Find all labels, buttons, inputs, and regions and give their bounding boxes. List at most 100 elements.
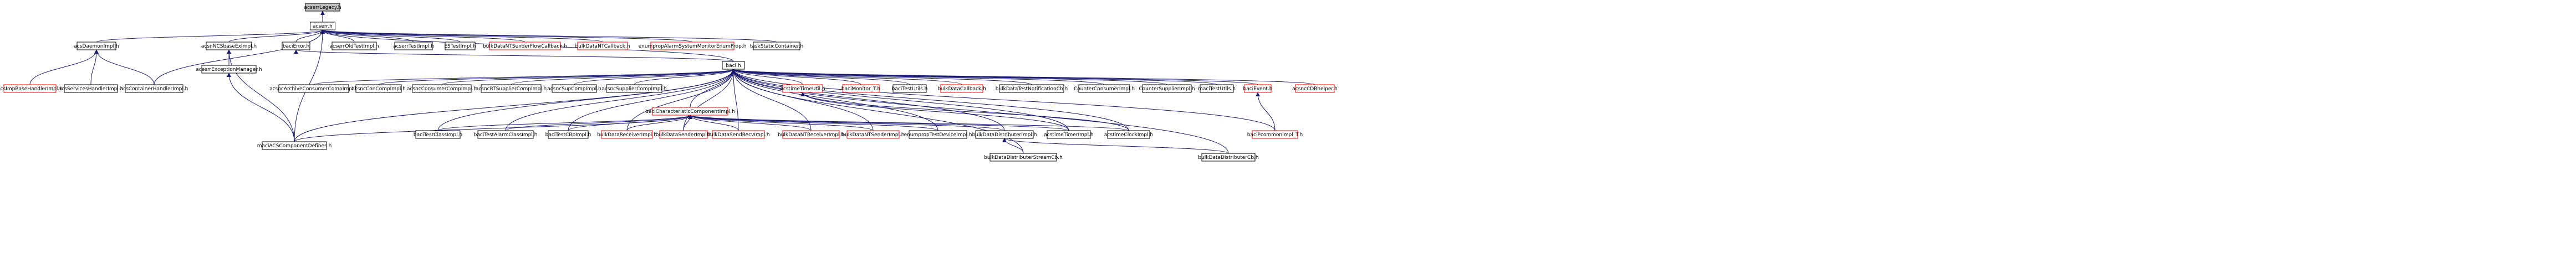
edge-baciTestAlarmClassImpl-to-baciCharacteristicComponentImpl [505,115,692,131]
node-bulkDataSenderImpl[interactable]: bulkDataSenderImpl.h [656,130,712,139]
edge-acsImpBaseHandlerImpl-to-acsDaemonImpl [29,49,99,85]
node-box [892,84,927,93]
node-taskStaticContainer[interactable]: taskStaticContainer.h [750,42,803,50]
node-acsncSupplierCompImpl[interactable]: acsncSupplierCompImpl.h [601,84,667,93]
node-baciTestCBpImpl[interactable]: baciTestCBpImpl.h [545,130,591,139]
node-label: bulkDataNTReceiverImpl.h [778,132,844,138]
node-CounterConsumerImpl[interactable]: CounterConsumerImpl.h [1074,84,1135,93]
node-bulkDataDistributerStreamCb[interactable]: bulkDataDistributerStreamCb.h [984,153,1063,162]
edge-acsncArchiveConsumerCompImpl-to-baci [313,69,736,85]
node-acserrLegacy[interactable]: acserrLegacy.h [304,3,341,12]
node-bulkDataNTReceiverImpl[interactable]: bulkDataNTReceiverImpl.h [778,130,844,139]
node-label: enumpropAlarmSystemMonitorEnumProp.h [639,44,747,49]
node-label: acsncSupCompImpl.h [547,86,601,92]
node-baciTestClassImpl[interactable]: baciTestClassImpl.h [414,130,462,139]
edge-baciPcommonImpl_T-to-baciEvent [1256,92,1276,131]
edge-bulkDataNTReceiverImpl-to-baci [731,69,812,131]
node-label: baciError.h [283,44,309,49]
edge-bulkDataDistributerImpl-to-baci [731,69,1005,131]
node-acsncRTSupplierCompImpl[interactable]: acsncRTSupplierCompImpl.h [476,84,547,93]
node-label: acstimeClockImpl.h [1104,132,1153,138]
node-baciCharacteristicComponentImpl[interactable]: baciCharacteristicComponentImpl.h [645,107,735,116]
edge-enumpropTestDeviceImpl-to-baciCharacteristicComponentImpl [688,115,938,131]
edge-maciACSComponentDefines-to-acsNCSimpleImpl [227,49,295,142]
node-acsContainerHandlerImpl[interactable]: acsContainerHandlerImpl.h [120,84,188,93]
edge-acsContainerHandlerImpl-to-acserr [154,29,325,85]
node-baciError[interactable]: baciError.h [282,42,310,50]
node-box [1252,130,1298,139]
node-enumpropTestDeviceImpl[interactable]: enumpropTestDeviceImpl.h [904,130,972,139]
node-acserr[interactable]: acserr.h [310,22,335,30]
node-box [846,130,900,139]
node-label: acsncConsumerCompImpl.h [407,86,477,92]
node-bulkDataSendRecvImpl[interactable]: bulkDataSendRecvImpl.h [707,130,770,139]
node-acsncCDBhelper[interactable]: acsncCDBhelper.h [1292,84,1338,93]
node-acsImpBaseHandlerImpl[interactable]: acsImpBaseHandlerImpl.h [0,84,63,93]
edge-acserrTestImpl-to-acserr [320,29,414,43]
node-box [1047,130,1091,139]
node-maciTestUtils[interactable]: maciTestUtils.h [1198,84,1236,93]
edge-baciMonitor_T-to-baci [731,69,861,85]
node-bulkDataCallback[interactable]: bulkDataCallback.h [937,84,986,93]
node-acsncConCompImpl[interactable]: acsncConCompImpl.h [351,84,406,93]
node-label: baciTestAlarmClassImpl.h [474,132,538,138]
node-bulkDataDistributerCb[interactable]: bulkDataDistributerCb.h [1198,153,1259,162]
node-enumpropAlarmSystemMonitorEnumProp[interactable]: enumpropAlarmSystemMonitorEnumProp.h [639,42,747,50]
node-acsncSupCompImpl[interactable]: acsncSupCompImpl.h [547,84,601,93]
node-label: acsImpBaseHandlerImpl.h [0,86,63,92]
node-box [722,61,745,70]
node-acsNCSimpleImpl[interactable]: acsnNCSbaseExImpl.h [201,42,257,50]
node-label: acsncArchiveConsumerCompImpl.h [269,86,358,92]
node-box [650,42,734,50]
node-acserrTestImpl[interactable]: acserrTestImpl.h [393,42,434,50]
node-baciPcommonImpl_T[interactable]: baciPcommonImpl_T.h [1247,130,1303,139]
node-baciEvent[interactable]: baciEvent.h [1243,84,1273,93]
node-baciTestUtils[interactable]: baciTestUtils.h [892,84,928,93]
node-acserrExceptionManager[interactable]: acserrExceptionManager.h [196,65,262,74]
node-acstimeClockImpl[interactable]: acstimeClockImpl.h [1104,130,1153,139]
node-maciACSComponentDefines[interactable]: maciACSComponentDefines.h [257,141,332,150]
node-bulkDataReceiverImpl[interactable]: bulkDataReceiverImpl.h [597,130,657,139]
edge-bulkDataNTSenderFlowCallback-to-acserr [320,29,526,43]
node-baci[interactable]: baci.h [722,61,745,70]
node-CounterSupplierImpl[interactable]: CounterSupplierImpl.h [1139,84,1195,93]
node-acstimeTimerImpl[interactable]: acstimeTimerImpl.h [1044,130,1094,139]
node-bulkDataNTSenderImpl[interactable]: bulkDataNTSenderImpl.h [842,130,905,139]
node-box [1142,84,1192,93]
node-acsDaemonImpl[interactable]: acsDaemonImpl.h [74,42,119,50]
edge-taskStaticContainer-to-acserr [320,29,777,43]
node-label: acstimeTimeUtil.h [780,86,825,92]
node-acsServicesHandlerImpl[interactable]: acsServicesHandlerImpl.h [59,84,124,93]
edge-acstimeTimeUtil-to-baci [731,69,803,85]
nodes-layer: acserrLegacy.h acserr.h acsDaemonImpl.h acs… [0,3,1338,162]
node-ESTestImpl[interactable]: ESTestImpl.h [444,42,476,50]
edge-acstimeClockImpl-to-baci [731,69,1129,131]
node-label: bulkDataNTSenderImpl.h [842,132,905,138]
node-acstimeTimeUtil[interactable]: acstimeTimeUtil.h [780,84,825,93]
node-acserrOldTestImpl[interactable]: acserrOldTestImpl.h [329,42,379,50]
edge-baciCharacteristicComponentImpl-to-baci [690,69,736,108]
edge-bulkDataReceiverImpl-to-baciCharacteristicComponentImpl [626,115,692,131]
node-box [606,84,662,93]
node-label: baciTestClassImpl.h [414,132,462,138]
edge-acsncSupplierCompImpl-to-baci [634,69,736,85]
node-label: taskStaticContainer.h [750,44,803,49]
node-label: bulkDataDistributerStreamCb.h [984,155,1063,161]
node-baciTestAlarmClassImpl[interactable]: baciTestAlarmClassImpl.h [474,130,538,139]
node-box [782,84,823,93]
node-bulkDataTestNotificationCb[interactable]: bulkDataTestNotificationCb.h [996,84,1068,93]
edge-acsServicesHandlerImpl-to-acsDaemonImpl [90,49,99,85]
edge-baci-to-baciError [294,49,734,62]
node-box [712,130,765,139]
node-bulkDataNTCallback[interactable]: bulkDataNTCallback.h [575,42,630,50]
node-acsncConsumerCompImpl[interactable]: acsncConsumerCompImpl.h [407,84,477,93]
node-baciMonitor_T[interactable]: baciMonitor_T.h [841,84,880,93]
node-label: baciCharacteristicComponentImpl.h [645,109,735,115]
node-bulkDataNTSenderFlowCallback[interactable]: bulkDataNTSenderFlowCallback.h [483,42,567,50]
edge-enumpropAlarmSystemMonitorEnumProp-to-acserr [320,29,693,43]
edge-bulkDataNTSenderImpl-to-baciCharacteristicComponentImpl [688,115,874,131]
node-label: bulkDataDistributerCb.h [1198,155,1258,161]
edge-bulkDataDistributerImpl-to-baciCharacteristicComponentImpl [688,115,1005,131]
node-acsncArchiveConsumerCompImpl[interactable]: acsncArchiveConsumerCompImpl.h [269,84,358,93]
node-bulkDataDistributerImpl[interactable]: bulkDataDistributerImpl.h [972,130,1037,139]
